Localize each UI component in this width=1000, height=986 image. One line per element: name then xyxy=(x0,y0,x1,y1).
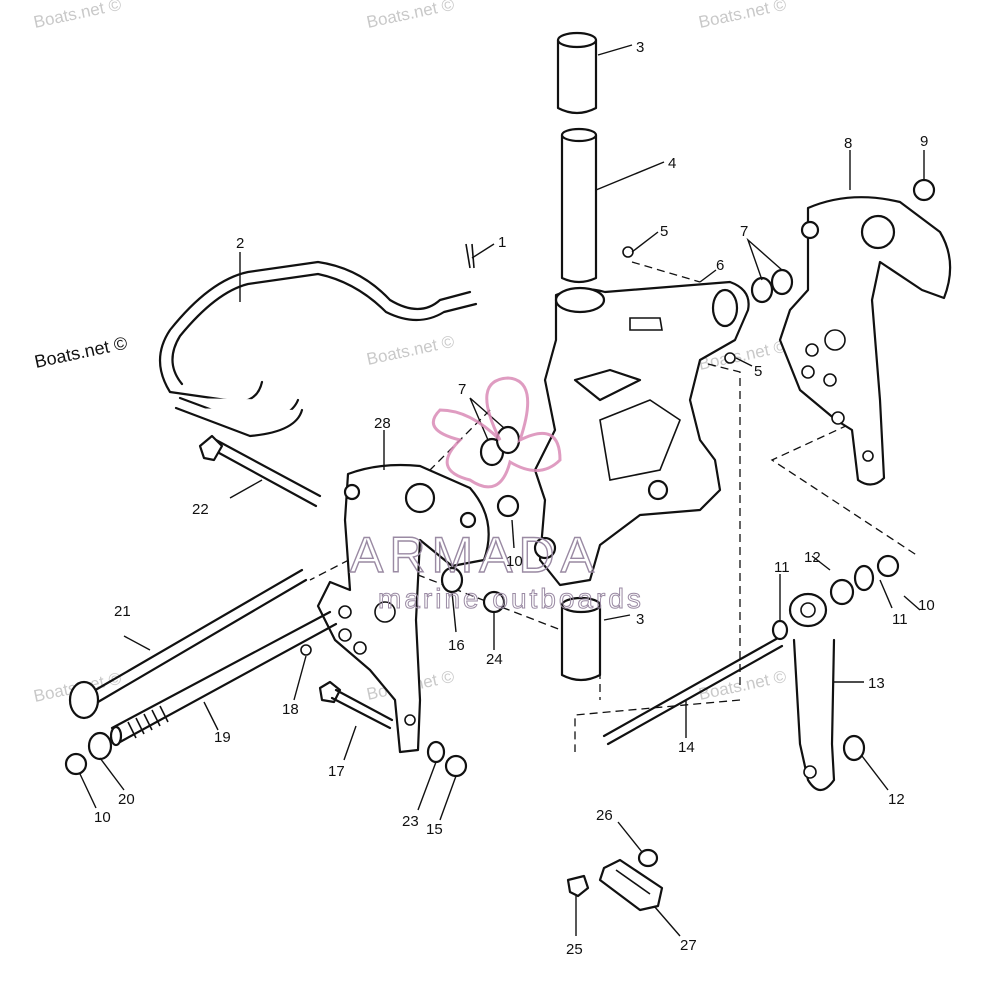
part-26-washer xyxy=(637,848,659,868)
part-23-washer xyxy=(426,740,446,764)
callout-2: 2 xyxy=(236,235,244,252)
callout-12: 12 xyxy=(804,549,821,566)
callout-17: 17 xyxy=(328,763,345,780)
callout-10: 10 xyxy=(94,809,111,826)
part-11-washer xyxy=(771,619,789,641)
part-10-nut xyxy=(496,494,520,518)
part-17-bolt xyxy=(318,680,394,730)
part-25-screw xyxy=(566,874,590,898)
part-21-rod xyxy=(68,568,308,720)
part-4-tube xyxy=(560,127,598,284)
part-9-nut xyxy=(912,178,936,202)
callout-26: 26 xyxy=(596,807,613,824)
part-13-cylinder xyxy=(788,592,836,792)
part-18-screw xyxy=(300,644,312,656)
small-hardware xyxy=(64,178,936,898)
part-7-washer xyxy=(750,276,774,304)
callout-20: 20 xyxy=(118,791,135,808)
watermark: Boats.net © xyxy=(32,0,124,32)
leader-lines xyxy=(79,44,925,937)
watermark-main: Boats.net © xyxy=(33,333,129,372)
part-12-bushing xyxy=(829,578,855,606)
callout-11: 11 xyxy=(774,559,790,576)
callout-14: 14 xyxy=(678,739,695,756)
callout-5: 5 xyxy=(754,363,762,380)
callout-21: 21 xyxy=(114,603,131,620)
callout-labels: 1 2 3 3 4 5 5 6 7 7 8 9 10 10 10 11 11 1… xyxy=(94,39,935,958)
callout-8: 8 xyxy=(844,135,852,152)
callout-10: 10 xyxy=(506,553,523,570)
callout-22: 22 xyxy=(192,501,209,518)
part-15-nut xyxy=(444,754,468,778)
brand-logo-icon xyxy=(431,376,562,489)
part-1-pin xyxy=(465,243,475,269)
part-6-swivel-bracket xyxy=(533,280,750,587)
part-19-threaded-rod xyxy=(109,610,338,747)
callout-4: 4 xyxy=(668,155,676,172)
callout-12: 12 xyxy=(888,791,905,808)
part-7-washer xyxy=(770,268,794,296)
part-20-washer xyxy=(87,731,113,761)
part-14-rod xyxy=(602,636,784,746)
part-11-washer xyxy=(853,564,875,592)
callout-7: 7 xyxy=(740,223,748,240)
callout-24: 24 xyxy=(486,651,503,668)
part-28-clamp-bracket-left xyxy=(316,463,490,754)
part-12-bushing xyxy=(842,734,866,762)
callout-28: 28 xyxy=(374,415,391,432)
part-3-sleeve-bottom xyxy=(560,596,602,682)
callout-13: 13 xyxy=(868,675,885,692)
callout-6: 6 xyxy=(716,257,724,274)
part-22-bolt xyxy=(198,434,322,508)
brand-watermark: ARMADA marine outboards xyxy=(349,376,644,615)
watermark: Boats.net © xyxy=(365,0,457,32)
callout-5: 5 xyxy=(660,223,668,240)
part-27-plate xyxy=(598,858,664,912)
callout-3: 3 xyxy=(636,611,644,628)
callout-27: 27 xyxy=(680,937,697,954)
part-2-bent-rod xyxy=(159,260,478,438)
part-8-clamp-bracket-right xyxy=(778,196,952,486)
callout-16: 16 xyxy=(448,637,465,654)
callout-9: 9 xyxy=(920,133,928,150)
callout-19: 19 xyxy=(214,729,231,746)
callout-10: 10 xyxy=(918,597,935,614)
part-5-screw xyxy=(724,352,736,364)
callout-25: 25 xyxy=(566,941,583,958)
brand-tagline: marine outboards xyxy=(378,583,644,614)
part-10-nut xyxy=(64,752,88,776)
brand-name: ARMADA xyxy=(350,527,600,583)
part-3-sleeve-top xyxy=(556,31,598,115)
callout-7: 7 xyxy=(458,381,466,398)
part-10-nut xyxy=(876,554,900,578)
callout-3: 3 xyxy=(636,39,644,56)
watermark: Boats.net © xyxy=(365,332,457,369)
callout-11: 11 xyxy=(892,611,908,628)
part-5-screw xyxy=(622,246,634,258)
callout-18: 18 xyxy=(282,701,299,718)
callout-15: 15 xyxy=(426,821,443,838)
watermark: Boats.net © xyxy=(697,0,789,32)
callout-23: 23 xyxy=(402,813,419,830)
callout-1: 1 xyxy=(498,234,506,251)
